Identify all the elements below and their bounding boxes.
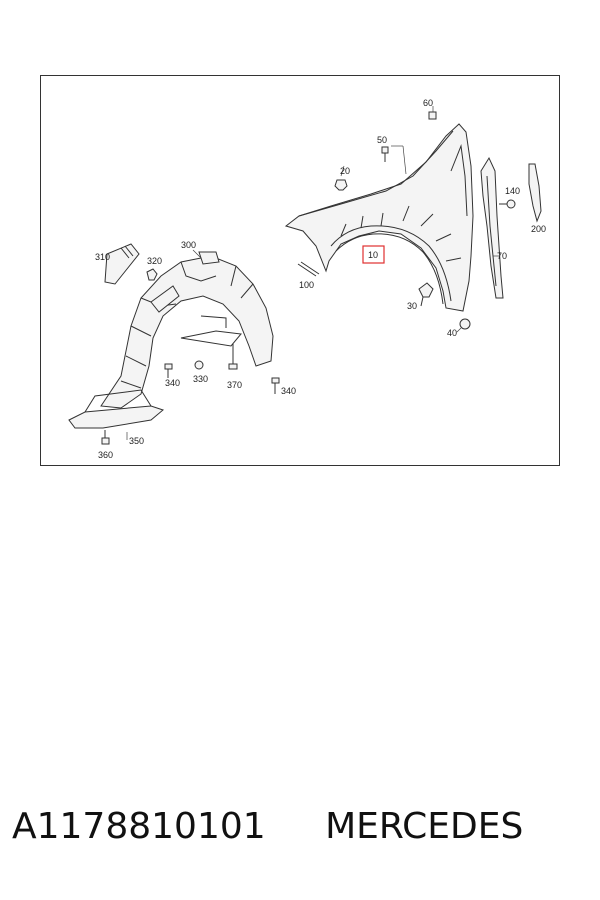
callout-60[interactable]: 60 xyxy=(423,98,433,108)
parts-diagram-frame: 10 100 20 50 60 70 xyxy=(40,75,560,466)
callout-140[interactable]: 140 xyxy=(505,186,520,196)
parts-diagram: 10 100 20 50 60 70 xyxy=(68,98,546,460)
callout-340-right[interactable]: 340 xyxy=(281,386,296,396)
bolt-part-360 xyxy=(101,430,110,445)
nut-part-330 xyxy=(194,360,204,370)
callout-200[interactable]: 200 xyxy=(531,224,546,234)
clip-part-20 xyxy=(334,165,348,191)
callout-100[interactable]: 100 xyxy=(299,280,314,290)
callout-330[interactable]: 330 xyxy=(193,374,208,384)
callout-20[interactable]: 20 xyxy=(340,166,350,176)
callout-10[interactable]: 10 xyxy=(368,250,378,260)
callout-320[interactable]: 320 xyxy=(147,256,162,266)
callout-70[interactable]: 70 xyxy=(497,251,507,261)
brand-name: MERCEDES xyxy=(325,806,524,847)
bolt-part-30 xyxy=(418,282,434,307)
cover-plate-part-350 xyxy=(68,389,165,440)
clip-part-320 xyxy=(146,268,158,281)
highlight-box-10 xyxy=(362,245,385,264)
callout-350[interactable]: 350 xyxy=(129,436,144,446)
bolt-part-50 xyxy=(381,145,407,175)
callout-340-left[interactable]: 340 xyxy=(165,378,180,388)
bracket-part-70 xyxy=(480,156,504,299)
strip-part-100 xyxy=(297,261,320,277)
caption: A1178810101 MERCEDES xyxy=(12,806,592,856)
callout-360[interactable]: 360 xyxy=(98,450,113,460)
callout-50[interactable]: 50 xyxy=(377,135,387,145)
nut-part-40 xyxy=(456,318,471,333)
seal-part-200 xyxy=(528,163,542,223)
callout-300[interactable]: 300 xyxy=(181,240,196,250)
screw-part-340b xyxy=(271,377,280,394)
callout-370[interactable]: 370 xyxy=(227,380,242,390)
callout-310[interactable]: 310 xyxy=(95,252,110,262)
fender-part xyxy=(284,123,474,312)
screw-part-340a xyxy=(164,363,173,378)
wheel-arch-liner-part-300 xyxy=(100,251,274,409)
bracket-part-310 xyxy=(104,243,140,285)
nut-part-60 xyxy=(428,106,437,120)
callout-40[interactable]: 40 xyxy=(447,328,457,338)
clip-part-140 xyxy=(499,199,516,209)
clip-part-370 xyxy=(228,344,238,370)
callout-30[interactable]: 30 xyxy=(407,301,417,311)
part-number: A1178810101 xyxy=(12,806,266,847)
